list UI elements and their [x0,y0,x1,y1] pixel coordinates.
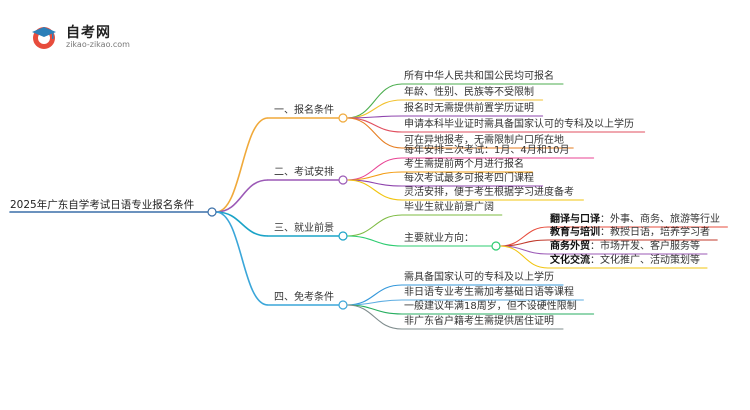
leaf-link-2-4 [346,179,403,201]
leaf-label-4-4: 非广东省户籍考生需提供居住证明 [404,316,554,327]
career-link-4 [499,245,549,269]
site-logo[interactable]: 自考网 zikao-zikao.com [30,22,140,52]
branch-label-2: 二、考试安排 [274,167,334,178]
career-item-4: 文化交流：文化推广、活动策划等 [550,255,700,267]
leaf-label-1-2: 年龄、性别、民族等不受限制 [404,87,534,98]
leaf-label-2-2: 考生需提前两个月进行报名 [404,159,524,170]
leaf-link-1-5 [346,117,403,149]
branch-dot-1[interactable] [338,113,348,123]
leaf-link-1-2 [346,99,403,119]
career-item-4-title: 文化交流 [550,255,590,266]
branch-dot-2[interactable] [338,175,348,185]
leaf-link-3-1 [346,214,403,237]
logo-title: 自考网 [66,25,111,41]
leaf-label-1-3: 报名时无需提供前置学历证明 [404,103,534,114]
mindmap-links [9,83,728,330]
leaf-link-4-4 [346,304,403,330]
logo-subtitle: zikao-zikao.com [66,40,130,49]
leaf-label-2-3: 每次考试最多可报考四门课程 [404,173,534,184]
career-item-1: 翻译与口译：外事、商务、旅游等行业 [550,214,720,226]
career-direction-dot[interactable] [491,241,501,251]
leaf-label-4-2: 非日语专业考生需加考基础日语等课程 [404,287,574,298]
leaf-label-1-1: 所有中华人民共和国公民均可报名 [404,71,554,82]
leaf-label-4-3: 一般建议年满18周岁，但不设硬性限制 [404,301,577,312]
leaf-label-3-2: 主要就业方向： [404,233,474,244]
career-item-3: 商务外贸：市场开发、客户服务等 [550,241,700,253]
career-item-2-title: 教育与培训 [550,227,600,238]
leaf-label-4-1: 需具备国家认可的专科及以上学历 [404,272,554,283]
leaf-label-2-4: 灵活安排，便于考生根据学习进度备考 [404,187,574,198]
leaf-link-1-4 [346,117,403,133]
branch-link-2 [215,179,269,213]
career-item-3-detail: ：市场开发、客户服务等 [590,241,700,252]
career-item-1-detail: ：外事、商务、旅游等行业 [600,214,720,225]
branch-dot-3[interactable] [338,231,348,241]
leaf-label-3-1: 毕业生就业前景广阔 [404,202,494,213]
leaf-link-3-2 [346,235,403,247]
branch-link-3 [215,211,269,237]
graduation-cap-icon [32,27,56,49]
branch-label-3: 三、就业前景 [274,223,334,234]
leaf-label-2-1: 每年安排三次考试：1月、4月和10月 [404,145,570,156]
career-item-2-detail: ：教授日语，培养学习者 [600,227,710,238]
branch-label-4: 四、免考条件 [274,292,334,303]
branch-link-4 [215,211,269,306]
branch-link-1 [215,117,269,213]
career-item-1-title: 翻译与口译 [550,214,600,225]
root-node-dot[interactable] [207,207,217,217]
leaf-link-2-1 [346,157,403,181]
leaf-label-1-4: 申请本科毕业证时需具备国家认可的专科及以上学历 [404,119,634,130]
leaf-link-4-2 [346,299,403,306]
leaf-label-1-5: 可在异地报考，无需限制户口所在地 [404,135,564,146]
career-item-2: 教育与培训：教授日语，培养学习者 [550,227,710,239]
branch-dot-4[interactable] [338,300,348,310]
mindmap-nodes [207,113,501,310]
branch-label-1: 一、报名条件 [274,105,334,116]
root-node-label: 2025年广东自学考试日语专业报名条件 [10,199,195,211]
career-item-4-detail: ：文化推广、活动策划等 [590,255,700,266]
career-item-3-title: 商务外贸 [550,241,590,252]
